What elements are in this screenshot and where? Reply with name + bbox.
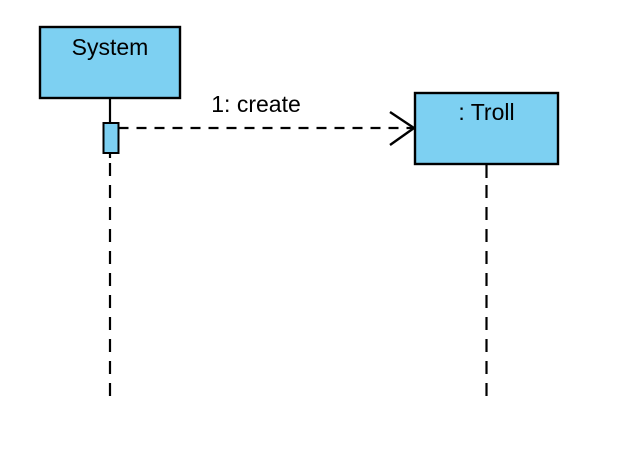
- object-box-troll[interactable]: [413, 91, 560, 166]
- object-group-system: System: [38, 25, 182, 100]
- object-box-system[interactable]: [38, 25, 182, 100]
- activation-bar[interactable]: [102, 122, 120, 154]
- object-group-troll: : Troll: [413, 91, 560, 166]
- message-create[interactable]: 1: create: [118, 91, 417, 146]
- object-label-system: System: [72, 34, 149, 60]
- object-label-troll: : Troll: [458, 99, 514, 125]
- message-label: 1: create: [211, 91, 301, 117]
